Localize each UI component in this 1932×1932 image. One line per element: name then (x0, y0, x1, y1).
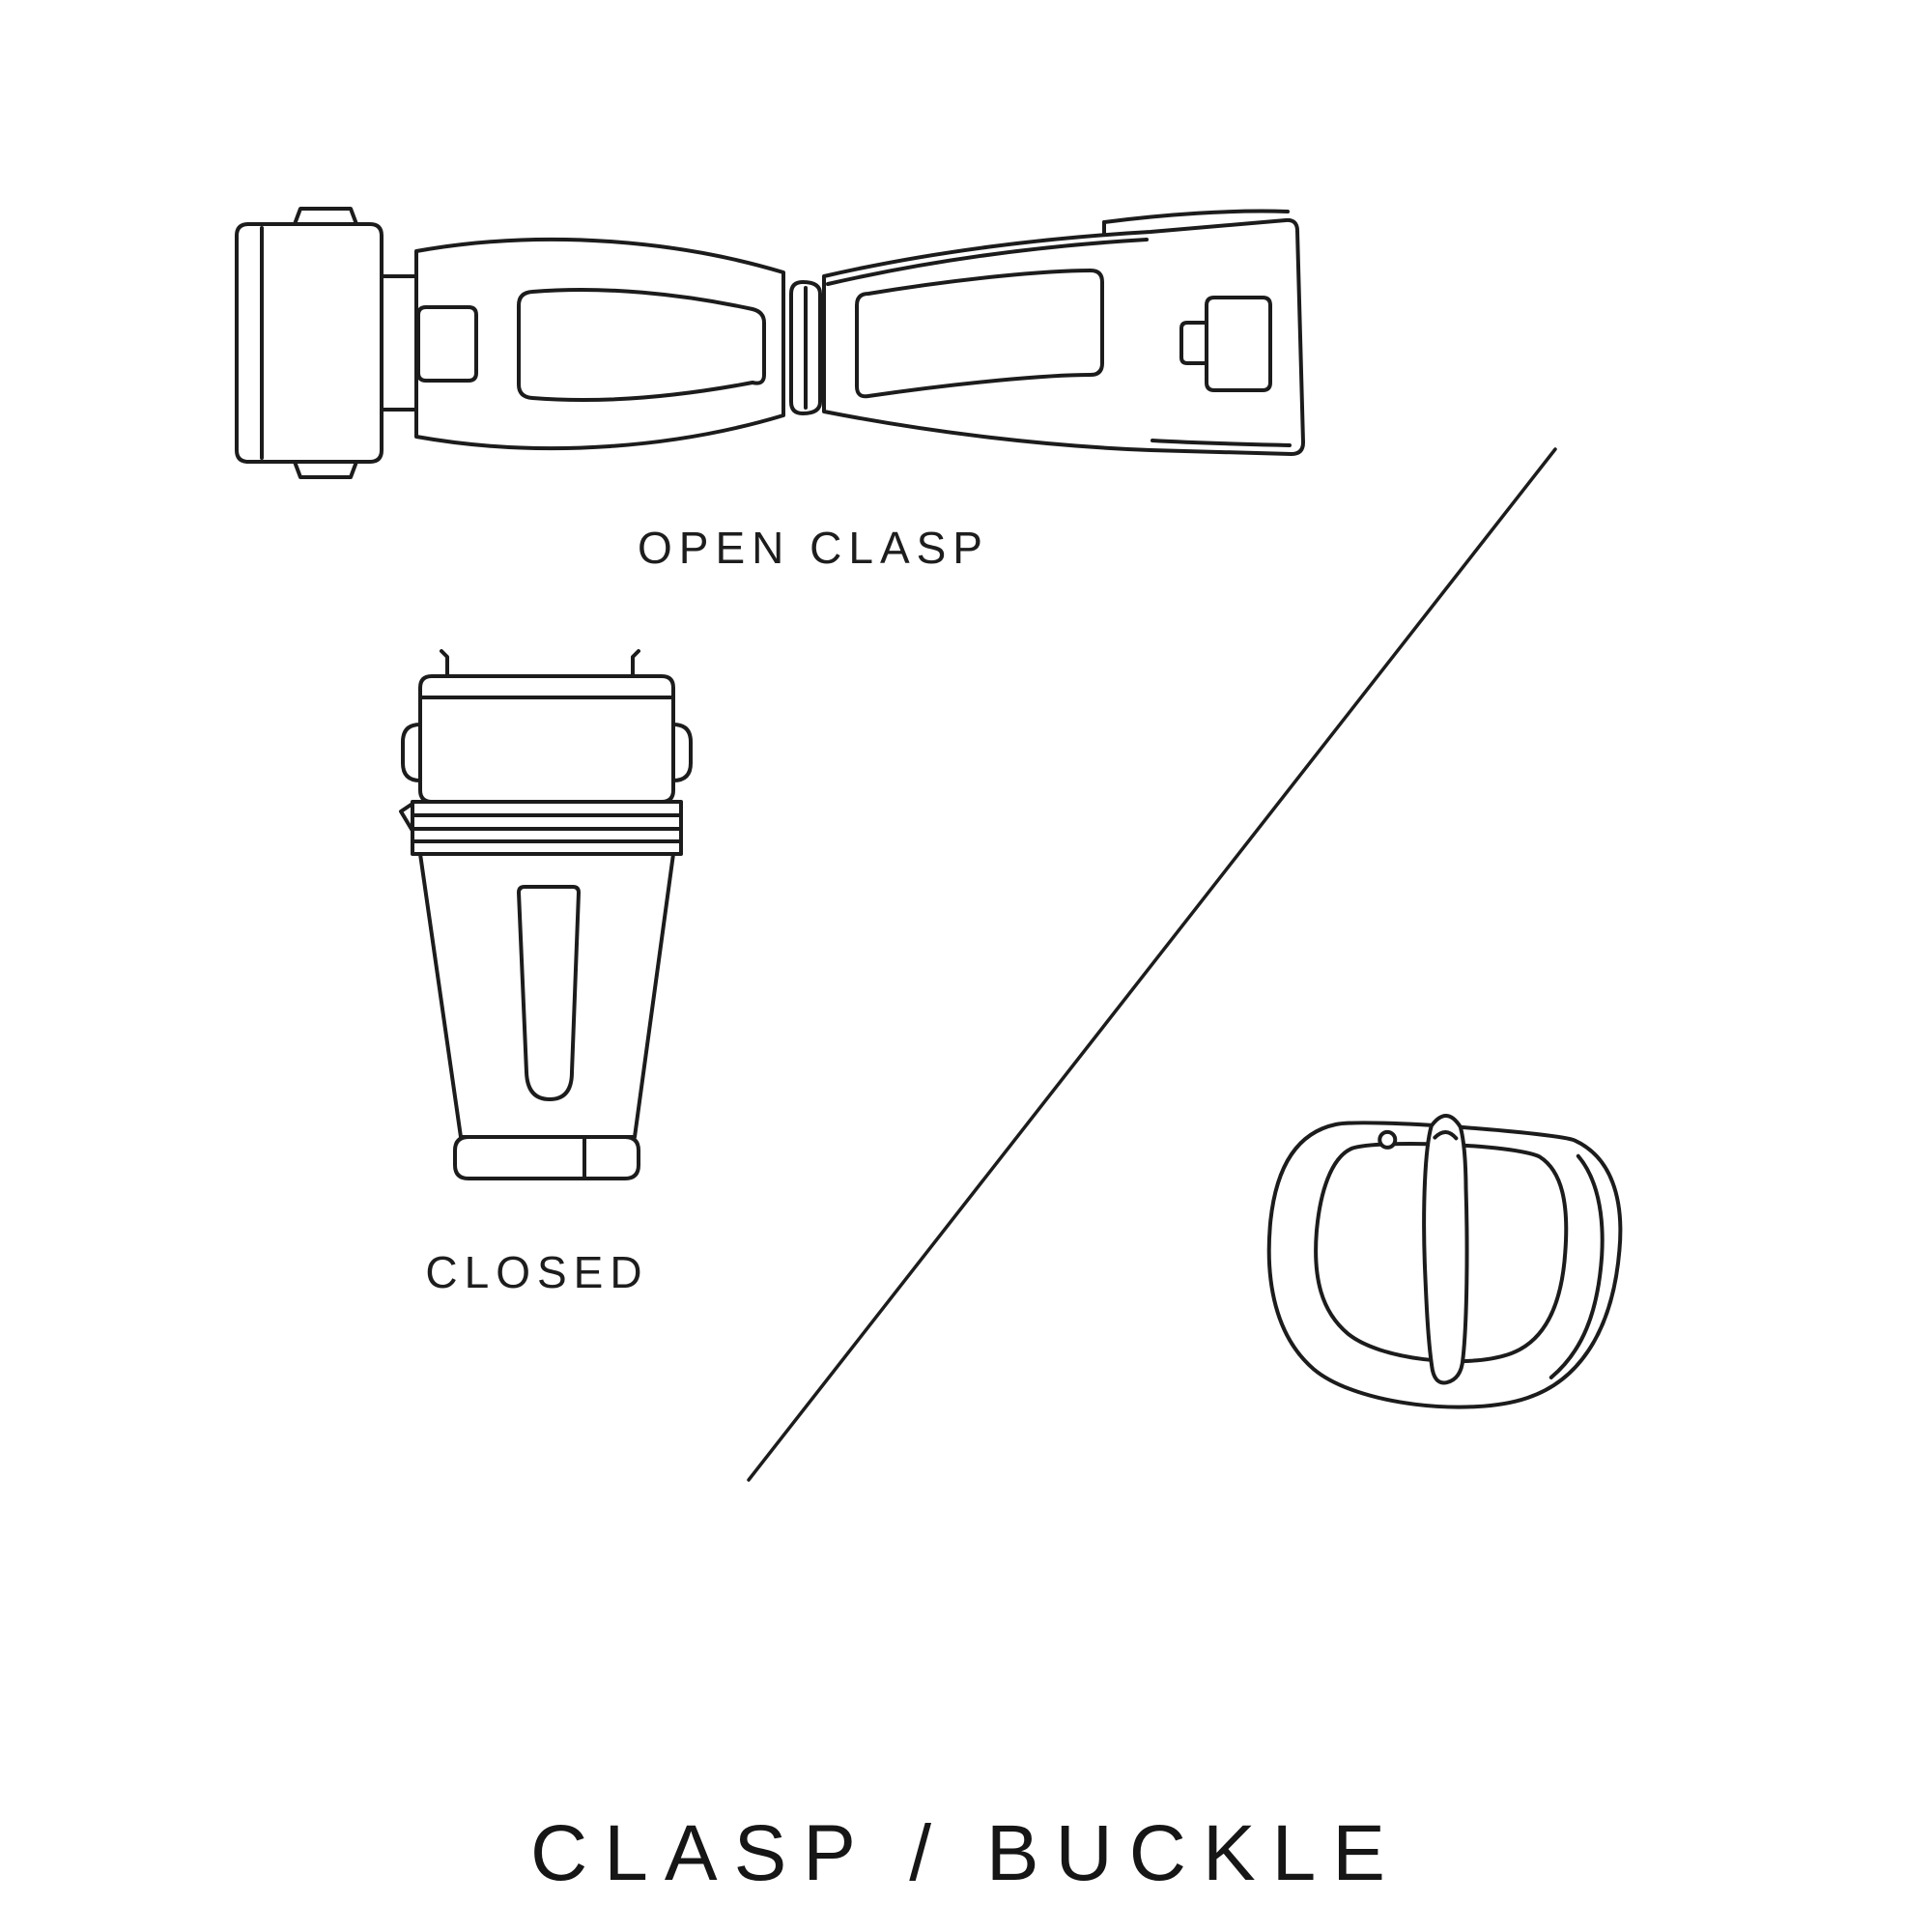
closed-clasp-band (399, 800, 683, 856)
clasp-right-arm (822, 209, 1305, 456)
buckle-pin-ring (1378, 1129, 1398, 1150)
open-clasp-figure (227, 193, 1309, 493)
closed-clasp-illustration (399, 649, 693, 1180)
page-title: CLASP / BUCKLE (530, 1809, 1402, 1897)
closed-clasp-label: CLOSED (425, 1247, 649, 1297)
closed-clasp-bottom-bar (453, 1135, 640, 1180)
open-clasp-illustration (235, 207, 1305, 479)
clasp-left-end-plate (235, 207, 418, 479)
clasp-hinge (789, 280, 822, 415)
closed-clasp-figure (391, 649, 700, 1209)
open-clasp-label: OPEN CLASP (638, 523, 989, 573)
closed-clasp-body (418, 852, 675, 1139)
clasp-left-arm (414, 237, 785, 451)
closed-clasp-top-block (401, 674, 693, 804)
tang-buckle-illustration (1266, 1114, 1623, 1409)
buckle-figure (1236, 1090, 1652, 1428)
buckle-tang (1422, 1114, 1469, 1385)
closed-clasp-prongs (440, 649, 640, 678)
